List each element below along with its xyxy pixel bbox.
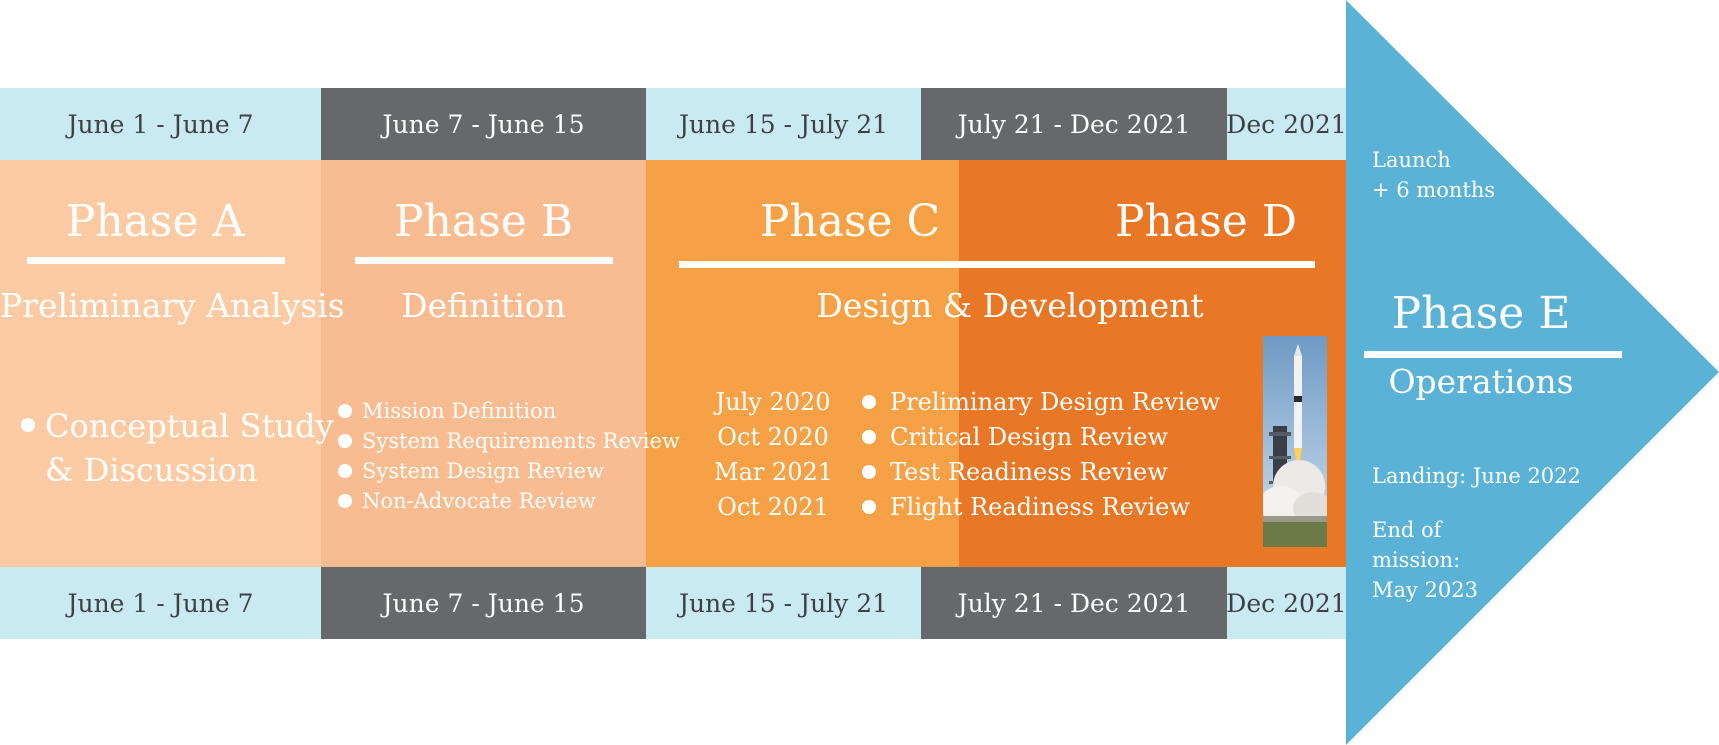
list-item: Mar 2021 Test Readiness Review — [714, 454, 1220, 489]
bullet-dot — [338, 464, 352, 478]
phase-e-launch-note: Launch + 6 months — [1372, 148, 1496, 202]
list-item: & Discussion — [45, 451, 258, 489]
bullet-dot — [338, 404, 352, 418]
phase-c-title: Phase C — [759, 196, 941, 247]
bottom-date-phase-d-end: Dec 2021 — [1226, 567, 1347, 639]
milestone-date: Oct 2020 — [717, 422, 829, 451]
milestone-label: Flight Readiness Review — [890, 492, 1190, 521]
phase-e-title: Phase E — [1391, 288, 1571, 339]
phase-e-end-of-mission: End of mission: May 2023 — [1372, 518, 1479, 602]
list-item: Oct 2020 Critical Design Review — [714, 419, 1220, 454]
milestone-date: Mar 2021 — [714, 457, 834, 486]
phase-a-title: Phase A — [65, 196, 245, 247]
phase-b-bullets: Mission Definition System Requirements R… — [338, 396, 680, 516]
phase-b-divider — [355, 257, 613, 264]
review-milestones: July 2020 Preliminary Design Review Oct … — [714, 384, 1220, 524]
list-item: System Requirements Review — [338, 426, 680, 456]
phase-a-panel — [0, 160, 321, 567]
milestone-date: Oct 2021 — [717, 492, 829, 521]
bottom-date-phase-a: June 1 - June 7 — [0, 567, 321, 639]
milestone-label: Test Readiness Review — [890, 457, 1168, 486]
phase-a-subtitle: Preliminary Analysis — [0, 286, 345, 325]
phase-e-arrow — [1346, 0, 1719, 745]
bullet-dot — [338, 434, 352, 448]
bottom-date-phase-c: June 15 - July 21 — [646, 567, 921, 639]
phase-d-title: Phase D — [1114, 196, 1298, 247]
rocket-launch-photo — [1263, 336, 1327, 547]
phase-b-panel — [321, 160, 646, 567]
bullet-dot — [862, 394, 876, 409]
bullet-dot — [862, 499, 876, 514]
bullet-dot — [21, 418, 35, 432]
bullet-dot — [862, 429, 876, 444]
list-item: July 2020 Preliminary Design Review — [714, 384, 1220, 419]
list-item: Oct 2021 Flight Readiness Review — [714, 489, 1220, 524]
phase-b-subtitle: Definition — [401, 286, 566, 325]
bullet-dot — [862, 464, 876, 479]
top-date-phase-a: June 1 - June 7 — [0, 88, 321, 160]
phase-e-divider — [1364, 351, 1622, 358]
phase-a-divider — [27, 257, 285, 264]
phase-cd-divider — [679, 261, 1315, 268]
phase-b-title: Phase B — [393, 196, 574, 247]
phase-c-panel — [646, 160, 959, 567]
top-date-phase-d-end: Dec 2021 — [1226, 88, 1347, 160]
phase-a-bullets: Conceptual Study & Discussion — [21, 404, 334, 492]
milestone-label: Preliminary Design Review — [890, 387, 1221, 416]
phase-cd-subtitle: Design & Development — [816, 286, 1204, 325]
milestone-label: Critical Design Review — [890, 422, 1169, 451]
bottom-date-phase-b: June 7 - June 15 — [321, 567, 646, 639]
bullet-dot — [338, 494, 352, 508]
top-date-phase-c: June 15 - July 21 — [646, 88, 921, 160]
phase-e-landing: Landing: June 2022 — [1372, 464, 1581, 488]
bottom-date-phase-d: July 21 - Dec 2021 — [921, 567, 1227, 639]
list-item: Conceptual Study — [21, 404, 334, 448]
list-item: System Design Review — [338, 456, 680, 486]
phase-e-subtitle: Operations — [1388, 362, 1574, 401]
top-date-phase-d: July 21 - Dec 2021 — [921, 88, 1227, 160]
milestone-date: July 2020 — [715, 387, 831, 416]
list-item: Mission Definition — [338, 396, 680, 426]
top-date-phase-b: June 7 - June 15 — [321, 88, 646, 160]
list-item: Non-Advocate Review — [338, 486, 680, 516]
